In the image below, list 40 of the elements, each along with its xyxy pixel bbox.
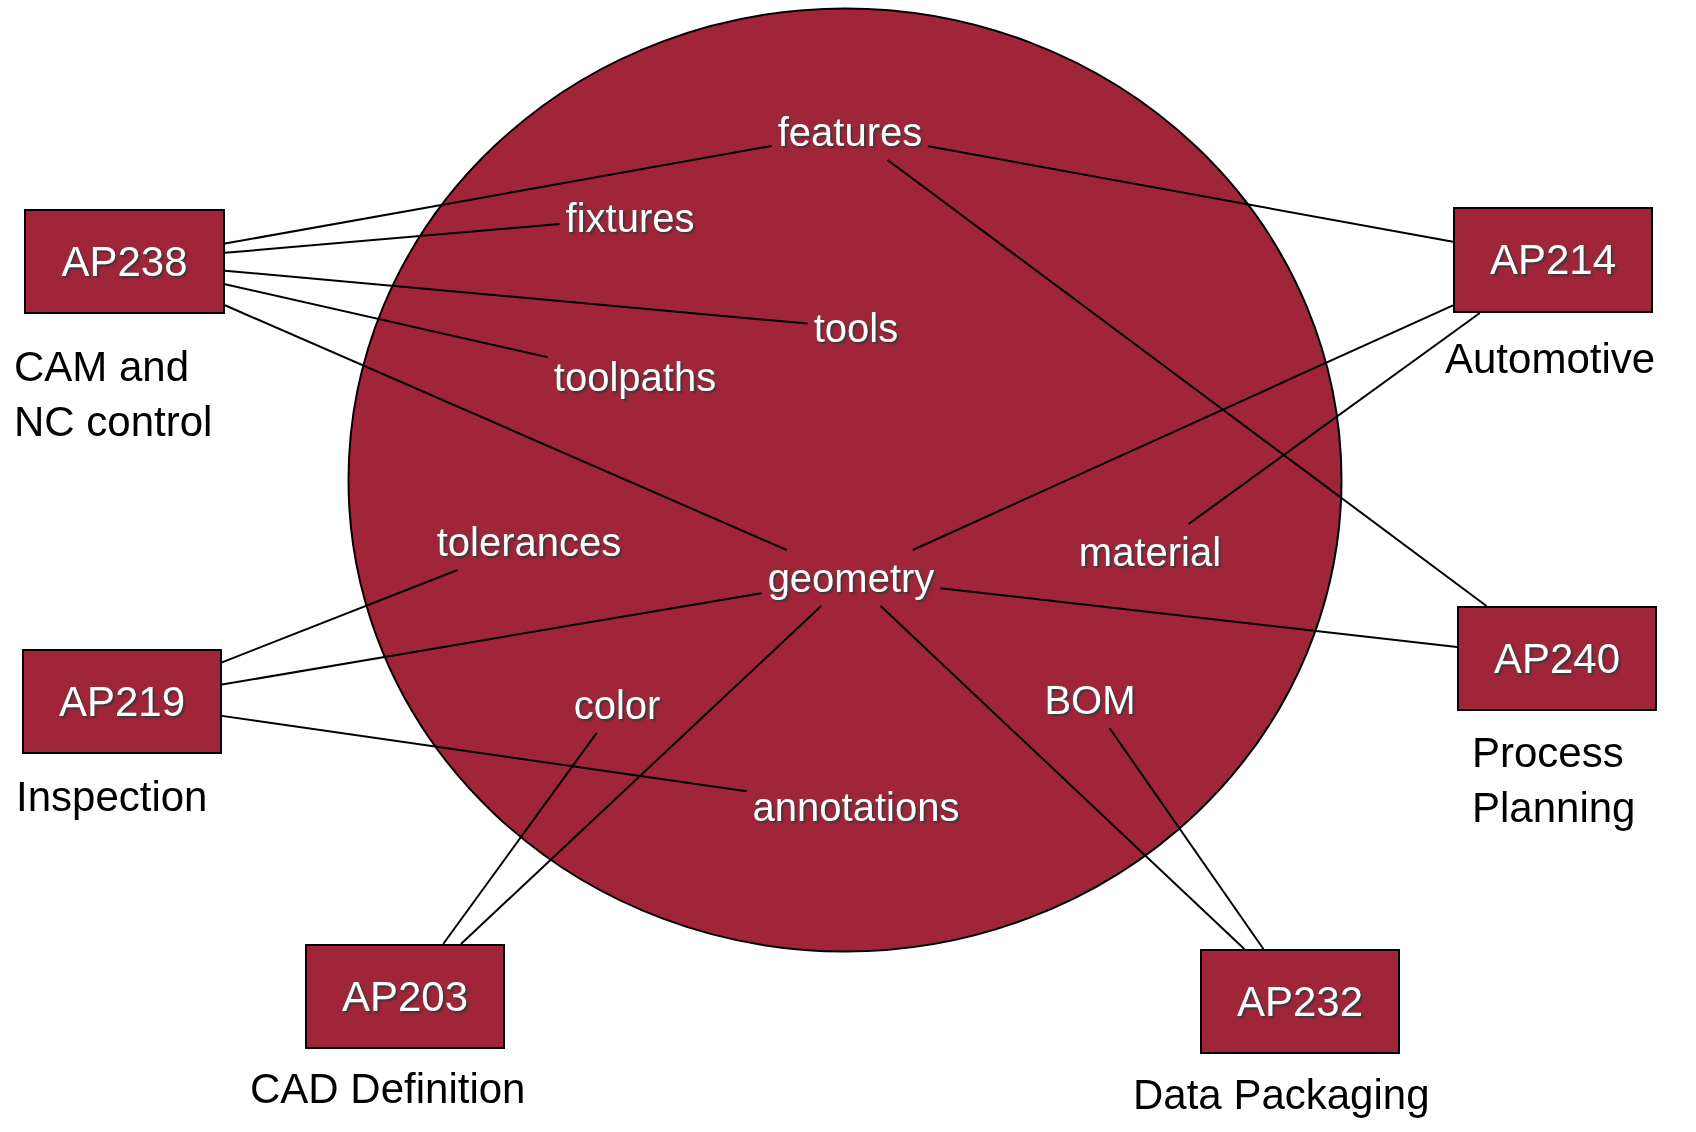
term-label: fixtures — [565, 196, 695, 240]
node-label: Automotive — [1445, 334, 1657, 384]
connector-line — [224, 283, 549, 359]
node-label: Process Planning — [1472, 728, 1637, 833]
connector-line — [442, 732, 598, 945]
term-label: BOM — [1044, 678, 1136, 722]
term-label: features — [777, 110, 923, 154]
connector-line — [224, 269, 809, 325]
standard-box: AP219 — [22, 649, 222, 754]
connector-line — [886, 159, 1488, 607]
connector-line — [1187, 312, 1481, 525]
standard-box: AP238 — [24, 209, 225, 314]
standard-box: AP232 — [1200, 949, 1400, 1054]
term-label: material — [1078, 530, 1222, 574]
term-label: geometry — [767, 556, 935, 600]
connector-line — [459, 605, 823, 945]
term-label: color — [573, 683, 661, 727]
node-label: CAD Definition — [250, 1064, 527, 1114]
node-label: Data Packaging — [1133, 1070, 1431, 1120]
standard-box: AP214 — [1453, 207, 1653, 313]
connector-line — [221, 569, 459, 664]
connector-line — [221, 714, 748, 793]
connector-line — [224, 304, 788, 551]
term-label: annotations — [752, 785, 960, 829]
term-label: tolerances — [436, 520, 622, 564]
standard-box: AP203 — [305, 944, 505, 1049]
node-label: CAM and NC control — [14, 342, 214, 447]
connector-line — [911, 304, 1454, 551]
connector-line — [927, 145, 1454, 243]
connector-line — [879, 605, 1246, 950]
connector-line — [224, 223, 561, 254]
standard-box: AP240 — [1457, 606, 1657, 711]
node-label: Inspection — [16, 772, 209, 822]
circle-shape — [347, 7, 1343, 953]
connector-line — [224, 144, 773, 245]
connector-line — [1108, 727, 1265, 950]
term-label: toolpaths — [553, 355, 717, 399]
connector-line — [221, 592, 763, 686]
term-label: tools — [813, 306, 899, 350]
connector-line — [939, 587, 1458, 649]
